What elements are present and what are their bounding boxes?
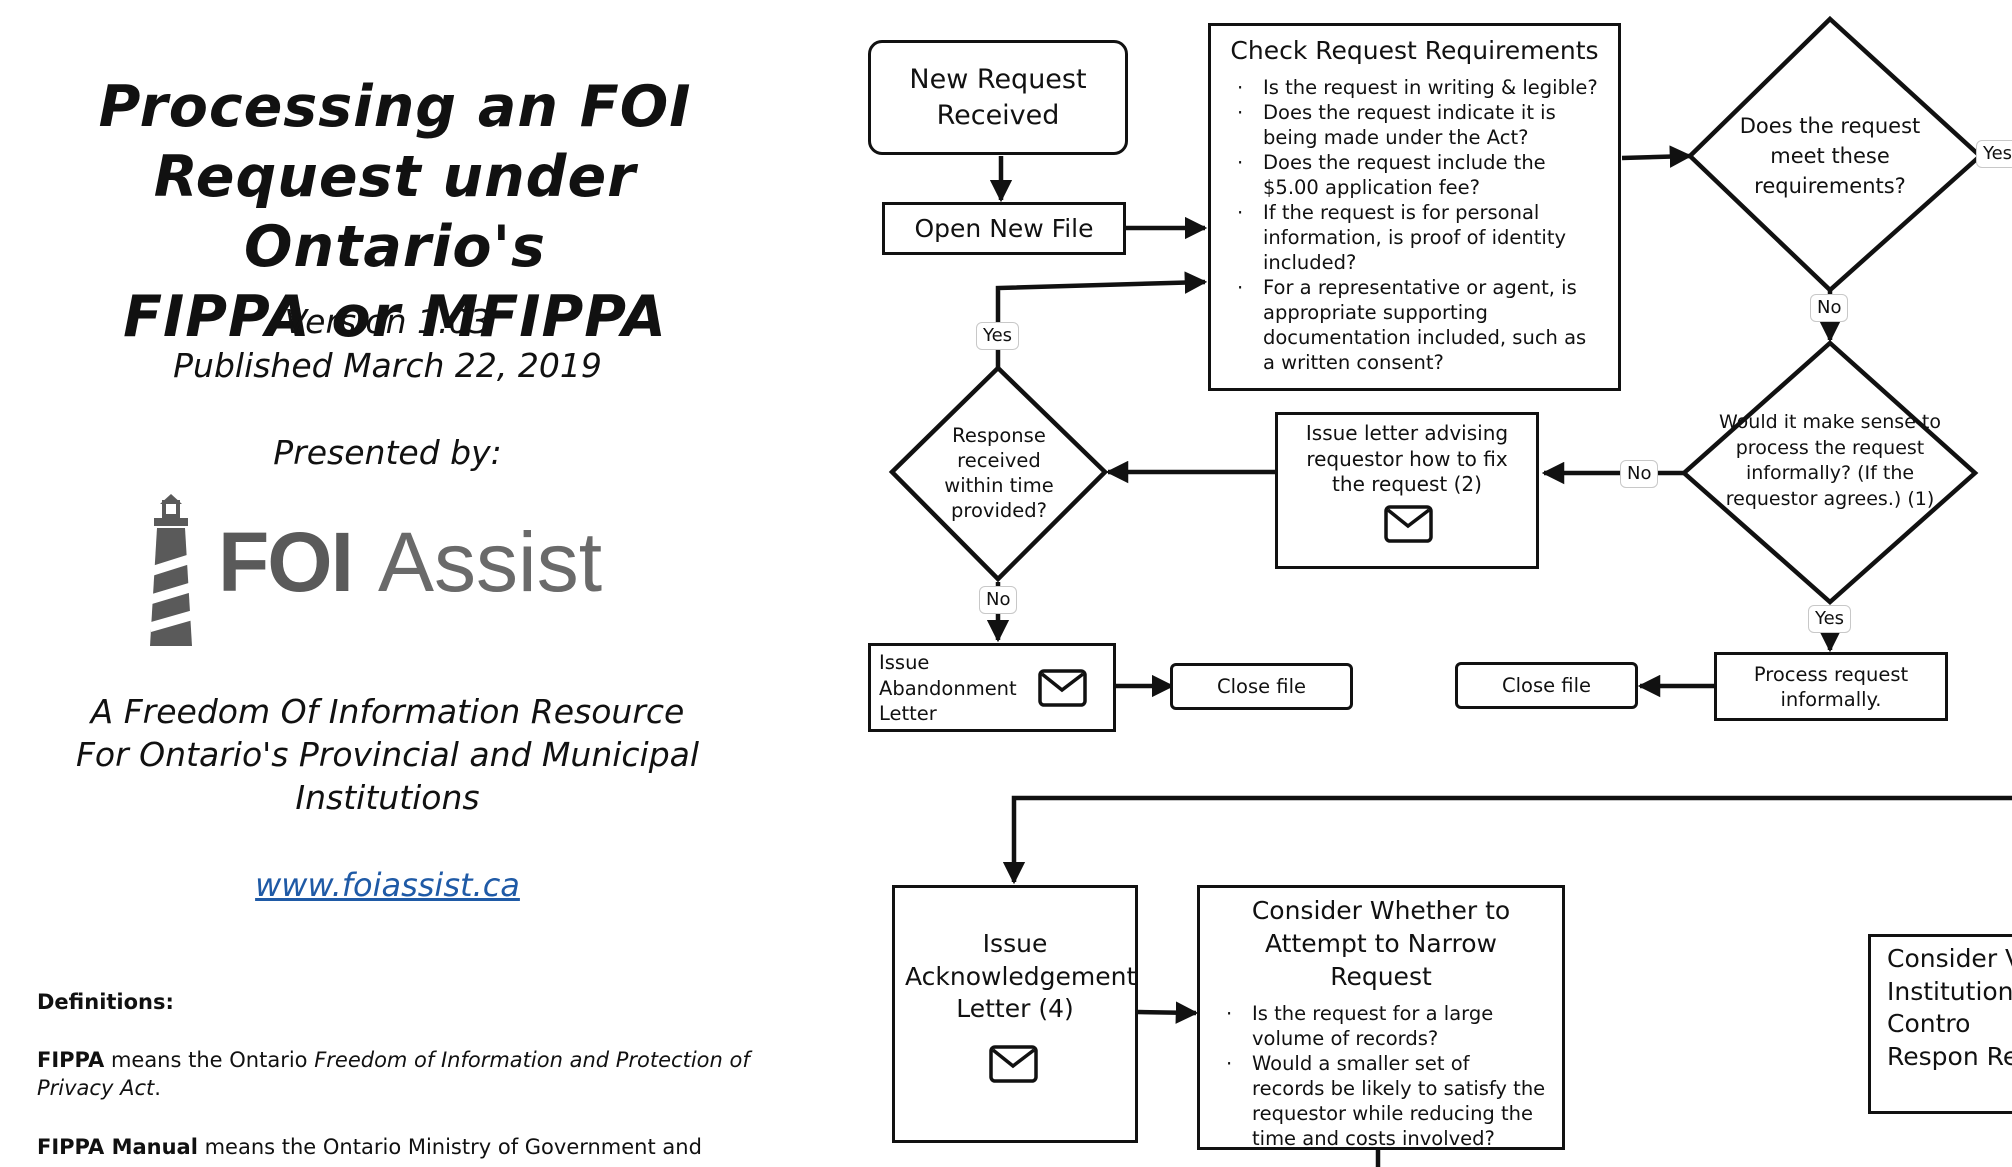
meet-requirements-question: Does the request meet these requirements… — [1739, 114, 1921, 198]
close-file-1-label: Close file — [1216, 675, 1307, 698]
published-date: Published March 22, 2019 — [173, 346, 602, 385]
definition-fippa-manual: FIPPA Manual means the Ontario Ministry … — [37, 1133, 787, 1161]
process-informally-label: Process request informally. — [1753, 662, 1909, 711]
close-file-2-label: Close file — [1501, 674, 1592, 697]
narrow-item: Is the request for a large volume of rec… — [1226, 1001, 1546, 1051]
envelope-icon — [989, 1045, 1038, 1083]
edge-label-yes: Yes — [976, 322, 1020, 350]
logo-text-assist: Assist — [378, 515, 603, 609]
narrow-request-list: Is the request for a large volume of rec… — [1200, 1001, 1562, 1151]
presented-by-label: Presented by: — [273, 433, 502, 472]
node-process-informally: Process request informally. — [1714, 652, 1948, 721]
acknowledgement-label: Issue Acknowledgement Letter (4) — [905, 929, 1137, 1023]
edge-label-no: No — [979, 586, 1018, 614]
node-close-file-1: Close file — [1170, 663, 1353, 710]
narrow-item: Would a smaller set of records be likely… — [1226, 1051, 1546, 1151]
diamond-meet-requirements — [1686, 15, 1984, 294]
node-narrow-request: Consider Whether to Attempt to Narrow Re… — [1197, 885, 1565, 1150]
edge-ack-to-narrow — [1137, 1001, 1199, 1024]
foi-assist-logo: FOI Assist — [142, 494, 622, 654]
check-item: Is the request in writing & legible? — [1237, 75, 1602, 100]
tagline-line-2: For Ontario's Provincial and Municipal — [75, 735, 700, 774]
tagline: A Freedom Of Information Resource For On… — [20, 690, 755, 819]
title-line-3: FIPPA or MFIPPA — [123, 284, 667, 350]
check-item: Does the request include the $5.00 appli… — [1237, 150, 1602, 200]
definitions-heading: Definitions: — [37, 990, 174, 1014]
fippa-period: . — [154, 1076, 161, 1100]
manual-text: means the Ontario Ministry of Government… — [197, 1135, 702, 1159]
check-item: If the request is for personal informati… — [1237, 200, 1602, 275]
node-consider-partial: Consider V Institution or Contro Respon … — [1868, 934, 2012, 1114]
node-new-request-label: New Request Received — [909, 63, 1087, 131]
fippa-term: FIPPA — [37, 1048, 105, 1072]
tagline-line-1: A Freedom Of Information Resource — [90, 692, 685, 731]
node-fix-letter: Issue letter advising requestor how to f… — [1275, 412, 1539, 569]
fippa-act-name: Freedom of Information and Protection of… — [37, 1048, 750, 1100]
fippa-connector: means the Ontario — [104, 1048, 315, 1072]
node-acknowledgement-letter: Issue Acknowledgement Letter (4) — [892, 885, 1138, 1143]
check-requirements-list: Is the request in writing & legible? Doe… — [1211, 75, 1618, 375]
response-received-question: Response received within time provided? — [944, 424, 1054, 522]
narrow-request-title: Consider Whether to Attempt to Narrow Re… — [1251, 896, 1511, 991]
edge-check-to-meet — [1621, 145, 1693, 168]
envelope-icon — [1038, 669, 1087, 707]
consider-partial-label: Consider V Institution or Contro Respon … — [1887, 944, 2012, 1071]
info-panel: Processing an FOI Request under Ontario'… — [0, 0, 790, 1167]
check-item: Does the request indicate it is being ma… — [1237, 100, 1602, 150]
node-new-request: New Request Received — [868, 40, 1128, 155]
edge-response-yes — [995, 271, 1208, 368]
title-line-2: Request under Ontario's — [153, 144, 637, 280]
definition-fippa: FIPPA means the Ontario Freedom of Infor… — [37, 1046, 787, 1102]
logo-text-foi: FOI — [218, 515, 354, 609]
edge-label-no: No — [1620, 460, 1659, 488]
envelope-icon — [1384, 505, 1433, 543]
check-item: For a representative or agent, is approp… — [1237, 275, 1602, 375]
node-check-requirements: Check Request Requirements Is the reques… — [1208, 23, 1621, 391]
diamond-process-informally — [1680, 339, 1979, 606]
fix-letter-label: Issue letter advising requestor how to f… — [1305, 421, 1509, 496]
node-close-file-2: Close file — [1455, 662, 1638, 709]
edge-label-yes: Yes — [1976, 140, 2012, 168]
abandonment-label: Issue Abandonment Letter — [879, 651, 1017, 725]
diamond-response-received — [888, 364, 1109, 583]
version-text: Version 1.03 — [284, 302, 491, 341]
check-requirements-title: Check Request Requirements — [1230, 36, 1599, 65]
node-open-file: Open New File — [882, 202, 1126, 255]
node-open-file-label: Open New File — [914, 214, 1094, 243]
document-title: Processing an FOI Request under Ontario'… — [10, 72, 780, 352]
tagline-line-3: Institutions — [295, 778, 480, 817]
node-abandonment-letter: Issue Abandonment Letter — [868, 643, 1116, 732]
manual-term: FIPPA Manual — [37, 1135, 198, 1159]
title-line-1: Processing an FOI — [98, 74, 692, 140]
website-link[interactable]: www.foiassist.ca — [255, 866, 520, 904]
process-informally-question: Would it make sense to process the reque… — [1718, 411, 1942, 510]
edge-into-acknowledgement — [1002, 795, 2012, 885]
lighthouse-icon — [150, 494, 193, 646]
edge-label-yes: Yes — [1808, 605, 1852, 633]
edge-label-no: No — [1810, 294, 1849, 322]
